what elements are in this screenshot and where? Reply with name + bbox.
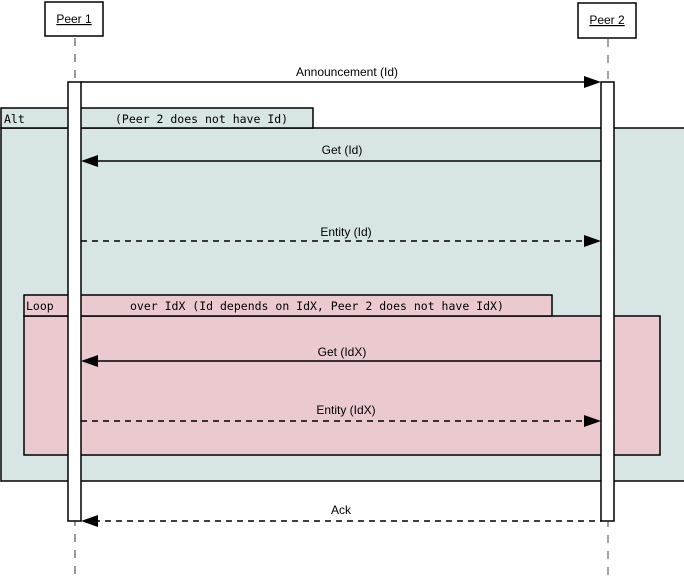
- message-label: Entity (Id): [320, 225, 371, 239]
- message-get-idx: Get (IdX): [81, 345, 601, 367]
- message-label: Get (IdX): [318, 345, 367, 359]
- loop-fragment-condition: over IdX (Id depends on IdX, Peer 2 does…: [130, 299, 504, 313]
- participant-peer-2-label: Peer 2: [589, 13, 625, 27]
- message-entity-id: Entity (Id): [81, 225, 601, 247]
- participant-peer-1: Peer 1: [44, 1, 104, 37]
- activation-bar-peer-1: [67, 81, 82, 522]
- alt-fragment-condition: (Peer 2 does not have Id): [115, 112, 288, 126]
- loop-fragment-kind: Loop: [26, 299, 54, 313]
- loop-fragment: Loop over IdX (Id depends on IdX, Peer 2…: [23, 294, 661, 456]
- message-label: Announcement (Id): [296, 65, 398, 79]
- message-announcement: Announcement (Id): [81, 65, 601, 88]
- message-ack: Ack: [81, 503, 601, 527]
- message-label: Get (Id): [322, 143, 363, 157]
- arrowhead-icon: [81, 355, 98, 367]
- arrowhead-icon: [584, 76, 601, 88]
- arrowhead-icon: [81, 155, 98, 167]
- arrowhead-icon: [584, 415, 601, 427]
- participant-peer-1-label: Peer 1: [56, 12, 92, 26]
- message-label: Ack: [331, 503, 352, 517]
- message-entity-idx: Entity (IdX): [81, 403, 601, 427]
- arrowhead-icon: [81, 515, 98, 527]
- participant-peer-2: Peer 2: [577, 2, 637, 39]
- message-get-id: Get (Id): [81, 143, 601, 167]
- alt-fragment-kind: Alt: [4, 112, 25, 126]
- activation-bar-peer-2: [600, 81, 615, 522]
- loop-fragment-body: [23, 315, 661, 456]
- arrowhead-icon: [584, 235, 601, 247]
- loop-fragment-header: [23, 294, 553, 317]
- message-label: Entity (IdX): [316, 403, 375, 417]
